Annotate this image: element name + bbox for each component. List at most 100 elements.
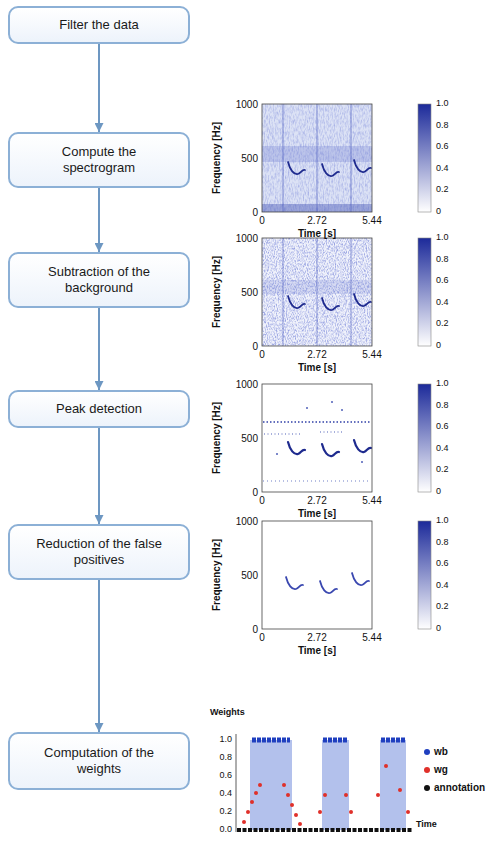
noise-texture — [262, 238, 372, 346]
plot-frame — [262, 238, 372, 346]
peak-plot — [262, 384, 372, 492]
colorbar-tick: 0.2 — [436, 602, 449, 612]
click-line — [350, 104, 352, 212]
tick-label: 500 — [241, 153, 258, 164]
flow-arrow — [98, 308, 100, 390]
tick-label: 1000 — [236, 233, 258, 244]
colorbar — [418, 384, 431, 492]
colorbar-tick: 0.6 — [436, 142, 449, 152]
wg-dot — [323, 793, 327, 797]
annotation-dots — [237, 828, 412, 832]
call-trace — [288, 296, 305, 308]
peak-dots — [263, 480, 371, 481]
tick-label: 0 — [259, 349, 265, 360]
call-trace — [288, 162, 305, 174]
wg-dot — [290, 803, 294, 807]
wg-dot — [298, 822, 302, 826]
peak-dot — [341, 409, 343, 411]
box-label: Compute the spectrogram — [29, 144, 169, 176]
wg-dot — [250, 800, 254, 804]
box-label: Reduction of the false positives — [29, 536, 169, 568]
tick-label: 1000 — [236, 379, 258, 390]
plot-frame — [262, 521, 372, 629]
peak-dots — [263, 421, 371, 423]
flow-arrow — [98, 580, 100, 732]
tick-label: 2.72 — [307, 215, 326, 226]
plot-ground — [262, 104, 372, 212]
axis-title: Time [s] — [298, 362, 336, 373]
colorbar-tick: 0.4 — [436, 164, 449, 174]
colorbar-tick: 0.8 — [436, 401, 449, 411]
tick-label: 1000 — [236, 99, 258, 110]
wg-dot — [406, 810, 410, 814]
colorbar-tick: 0.4 — [436, 298, 449, 308]
flow-arrow — [98, 428, 100, 524]
tick-label: 0.8 — [219, 753, 232, 763]
tick-label: 5.44 — [362, 349, 381, 360]
weights-plot — [236, 734, 412, 832]
tick-label: 0 — [259, 632, 265, 643]
noise-texture — [262, 104, 372, 212]
colorbar-tick: 0.8 — [436, 121, 449, 131]
tick-label: 1000 — [236, 516, 258, 527]
call-trace — [288, 442, 305, 454]
wg-dot — [318, 810, 322, 814]
axis-title: Weights — [210, 708, 245, 718]
tick-label: 0.6 — [219, 771, 232, 781]
tick-label: 5.44 — [362, 215, 381, 226]
plot-ground — [262, 521, 372, 629]
legend-row: wb — [424, 746, 448, 757]
call-trace — [354, 160, 371, 172]
colorbar-tick: 0.2 — [436, 465, 449, 475]
peak-dot — [276, 453, 278, 455]
process-box: Filter the data — [8, 6, 190, 44]
flow-arrow — [98, 44, 100, 132]
process-box: Reduction of the false positives — [8, 524, 190, 580]
plot-frame — [262, 384, 372, 492]
axis-title: Time [s] — [298, 645, 336, 656]
legend-swatch — [424, 767, 430, 773]
call-trace — [320, 581, 337, 593]
plot-frame — [262, 104, 372, 212]
tick-label: 2.72 — [307, 349, 326, 360]
call-trace — [322, 298, 339, 310]
legend-row: wg — [424, 764, 448, 775]
tick-label: 0.0 — [219, 825, 232, 835]
box-label: Filter the data — [59, 17, 139, 33]
wb-dots — [252, 738, 290, 743]
tick-label: 0 — [252, 624, 258, 635]
call-region — [250, 740, 292, 830]
click-line — [282, 238, 284, 346]
axis-title: Time [s] — [298, 508, 336, 519]
detection-plot — [262, 521, 372, 629]
process-box: Compute the spectrogram — [8, 132, 190, 188]
colorbar-tick: 0 — [436, 207, 441, 217]
wg-dot — [246, 810, 250, 814]
click-line — [316, 238, 318, 346]
call-trace — [354, 294, 371, 306]
legend-label: wb — [434, 746, 448, 757]
box-label: Computation of the weights — [29, 745, 169, 777]
colorbar-tick: 0.4 — [436, 581, 449, 591]
colorbar-tick: 0.8 — [436, 255, 449, 265]
tick-label: 0 — [259, 495, 265, 506]
colorbar-tick: 1.0 — [436, 99, 449, 109]
colorbar-tick: 0 — [436, 624, 441, 634]
legend-label: annotation — [434, 782, 485, 793]
axis-title: Frequency [Hz] — [211, 539, 222, 611]
colorbar — [418, 238, 431, 346]
peak-dot — [361, 461, 363, 463]
wg-dots — [242, 764, 410, 826]
tick-label: 2.72 — [307, 632, 326, 643]
axis-line — [236, 734, 237, 832]
colorbar — [418, 521, 431, 629]
call-trace — [322, 444, 339, 456]
wg-dot — [344, 793, 348, 797]
peak-dots — [320, 431, 342, 432]
wg-dot — [294, 813, 298, 817]
colorbar-tick: 0 — [436, 487, 441, 497]
plot-ground — [262, 238, 372, 346]
call-region — [380, 740, 406, 830]
call-region — [322, 740, 349, 830]
spectrogram — [262, 104, 372, 212]
